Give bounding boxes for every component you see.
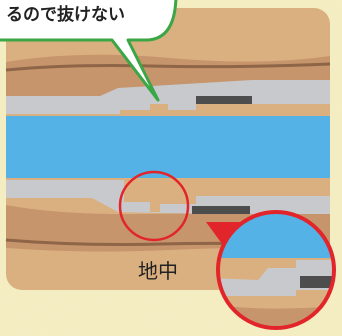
callout-bubble [0, 0, 178, 102]
callout-text: るので抜けない [6, 4, 125, 25]
water-flow [6, 116, 330, 178]
lower-pipe-wall [6, 180, 330, 214]
joint-highlight-circle [118, 170, 190, 242]
zoom-inset [216, 210, 336, 330]
ground-label: 地中 [138, 259, 178, 283]
upper-pipe-wall [6, 80, 330, 114]
